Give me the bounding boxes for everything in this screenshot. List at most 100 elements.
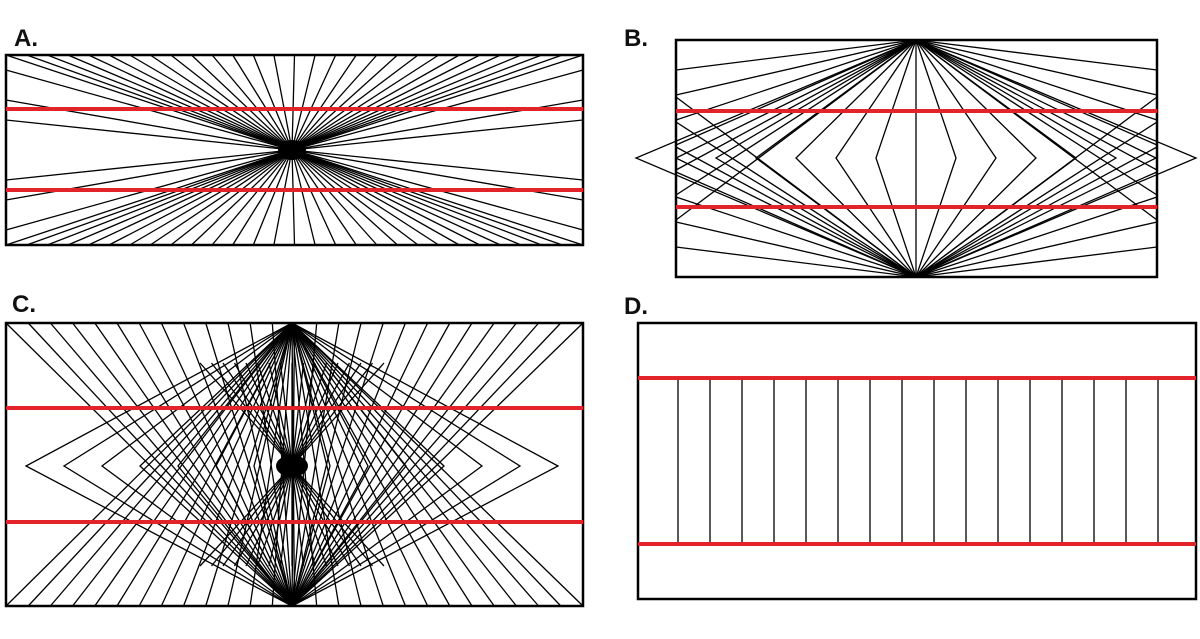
ray (291, 54, 357, 151)
ray (116, 322, 293, 607)
ray (291, 54, 398, 151)
ray (149, 54, 293, 151)
ray (291, 149, 378, 246)
ray (291, 362, 305, 467)
ray (291, 149, 398, 246)
ray (199, 465, 293, 567)
chevron (24, 322, 293, 607)
ray (291, 149, 481, 246)
chevron (291, 322, 369, 607)
chevron (915, 39, 997, 278)
ray (291, 149, 440, 246)
ray (211, 149, 293, 246)
ray (291, 465, 316, 567)
chevron (875, 39, 917, 278)
ray (46, 54, 293, 151)
ray (232, 149, 293, 246)
ray (88, 149, 293, 246)
ray (915, 39, 1158, 121)
ray (291, 465, 351, 567)
center-hub (276, 455, 308, 477)
ray (291, 149, 357, 246)
ray (291, 465, 385, 567)
chevron (915, 39, 1037, 278)
ray (108, 54, 293, 151)
panel-d-verticals (677, 378, 1159, 544)
ray (675, 221, 917, 278)
ray (252, 54, 293, 151)
ray (88, 54, 293, 151)
ray (5, 149, 293, 181)
chevron (915, 39, 1158, 278)
panel-d-frame (636, 321, 1198, 601)
chevron (291, 322, 407, 607)
ray (256, 465, 293, 567)
ray (291, 322, 362, 607)
ray (291, 362, 328, 467)
ray (291, 322, 584, 607)
ray (915, 121, 1158, 278)
ray (675, 196, 917, 278)
chevron (215, 322, 293, 607)
ray (291, 362, 362, 467)
ray (291, 54, 481, 151)
ray (191, 149, 293, 246)
ray (5, 119, 293, 151)
ray (149, 149, 293, 246)
panel-c-label: C. (12, 291, 36, 318)
ray (291, 54, 440, 151)
chevron (62, 322, 293, 607)
ray (182, 322, 293, 607)
ray (915, 39, 1158, 221)
ray (94, 322, 293, 607)
ray (291, 362, 339, 467)
panel-b: B. (624, 25, 1198, 279)
ray (291, 362, 374, 467)
ray (5, 54, 293, 151)
ray (291, 149, 501, 246)
panel-a: A. (4, 25, 585, 247)
ray (46, 149, 293, 246)
ray (291, 149, 543, 246)
ray (273, 54, 293, 151)
chevron (291, 322, 522, 607)
ray (199, 362, 293, 467)
ray (252, 149, 293, 246)
ray (291, 465, 328, 567)
ray (291, 322, 562, 607)
ray (291, 322, 540, 607)
ray (291, 149, 337, 246)
chevron (291, 322, 560, 607)
ray (129, 149, 293, 246)
ray (675, 39, 917, 196)
panel-c: C. (4, 291, 585, 608)
ray (291, 149, 419, 246)
ray (291, 54, 419, 151)
ray (279, 465, 293, 567)
ray (291, 322, 473, 607)
ray (291, 149, 522, 246)
center-hub (278, 140, 306, 160)
ray (291, 54, 501, 151)
ray (291, 54, 563, 151)
ray (291, 322, 495, 607)
ray (291, 362, 385, 467)
ray (205, 322, 293, 607)
panel-c-rays (5, 322, 584, 607)
chevron (714, 39, 917, 278)
ray (256, 362, 293, 467)
ray (915, 39, 1158, 96)
ray (27, 322, 293, 607)
ray (291, 322, 340, 607)
chevron (291, 322, 445, 607)
ray (170, 149, 293, 246)
panel-a-rays (5, 54, 584, 246)
ray (291, 149, 584, 246)
chevron (835, 39, 917, 278)
ray (291, 149, 296, 246)
ray (291, 149, 584, 181)
ray (291, 149, 316, 246)
ray (291, 54, 378, 151)
ray (170, 54, 293, 151)
